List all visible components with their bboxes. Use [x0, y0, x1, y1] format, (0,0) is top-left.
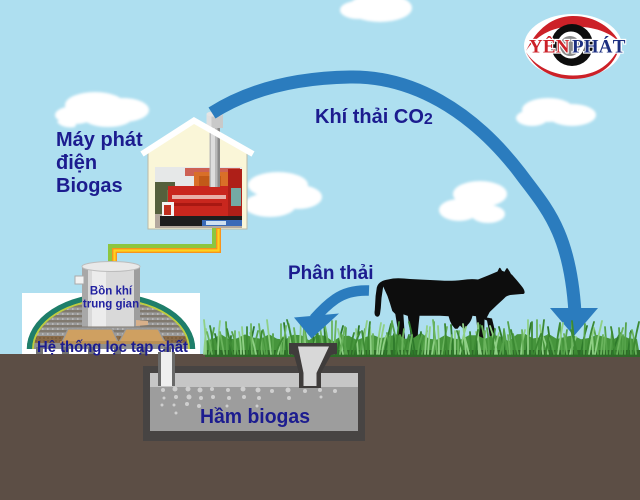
svg-text:YÊN: YÊN [529, 36, 570, 58]
svg-text:PHÁT: PHÁT [572, 36, 626, 58]
svg-text:Khí thải CO2: Khí thải CO2 [315, 106, 433, 128]
svg-text:điện: điện [56, 152, 97, 174]
svg-text:Hệ thống lọc tạp chất: Hệ thống lọc tạp chất [37, 339, 188, 356]
svg-text:Phân thải: Phân thải [288, 263, 374, 284]
svg-text:Máy phát: Máy phát [56, 129, 143, 151]
svg-text:Bồn khí: Bồn khí [90, 286, 133, 298]
svg-text:trung gian: trung gian [83, 299, 139, 311]
svg-text:Hầm biogas: Hầm biogas [200, 405, 310, 428]
svg-text:Biogas: Biogas [56, 175, 123, 197]
